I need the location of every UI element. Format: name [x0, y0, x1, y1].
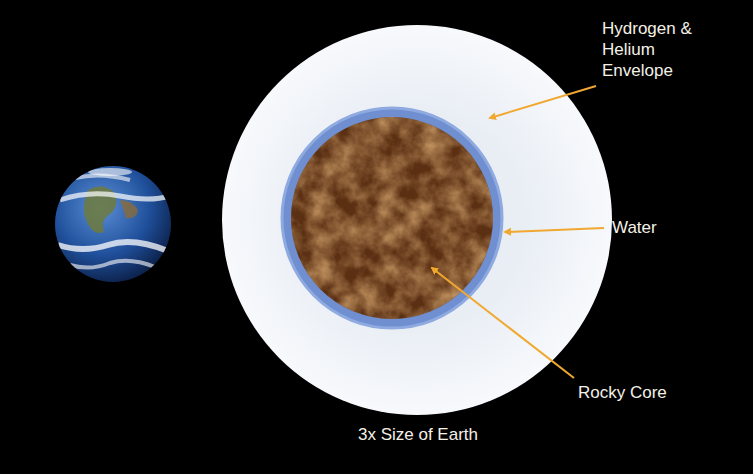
water-edge — [282, 108, 502, 328]
core-label: Rocky Core — [578, 382, 718, 403]
gas-envelope — [222, 25, 612, 415]
water-label: Water — [612, 217, 732, 238]
leader-arrow — [490, 86, 596, 118]
leader-arrow — [505, 228, 604, 232]
rock-texture — [291, 117, 493, 319]
leader-arrow — [432, 268, 574, 378]
rocky-core — [291, 117, 493, 319]
earth — [55, 166, 171, 282]
size-caption: 3x Size of Earth — [308, 424, 528, 445]
water-layer — [282, 108, 502, 328]
envelope-label: Hydrogen & Helium Envelope — [602, 18, 694, 81]
